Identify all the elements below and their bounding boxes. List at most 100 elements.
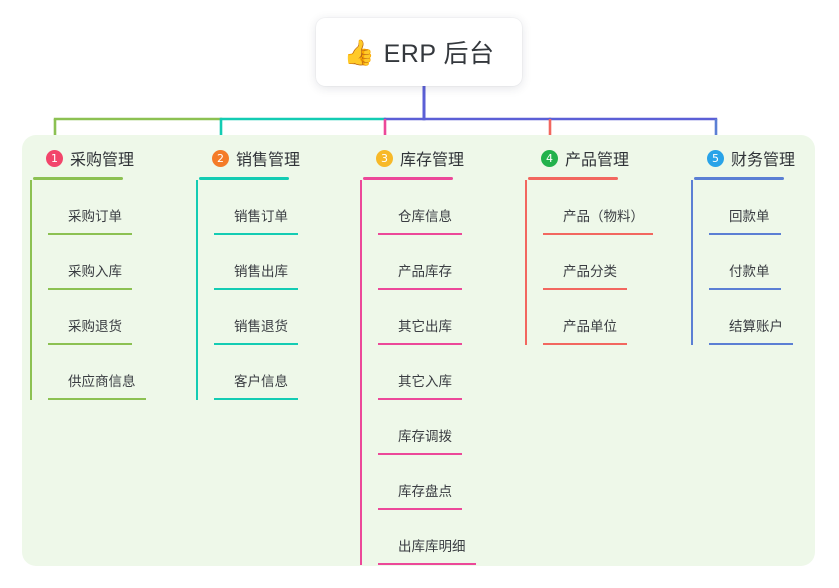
branch-items: 采购订单采购入库采购退货供应商信息 — [28, 180, 196, 400]
branch-item[interactable]: 销售出库 — [212, 235, 360, 290]
branch-column-4: 4 产品管理产品（物料） 产品分类产品单位 — [523, 145, 691, 345]
branch-item-label: 采购订单 — [68, 209, 122, 224]
branch-title: 销售管理 — [236, 152, 301, 169]
root-node[interactable]: 👍 ERP 后台 — [316, 18, 522, 86]
branch-item-label: 出库库明细 — [398, 539, 466, 554]
branch-spine — [525, 180, 527, 345]
branch-item-label: 销售订单 — [234, 209, 288, 224]
branch-header-2[interactable]: 2 销售管理 — [194, 145, 360, 171]
branch-item-underline — [709, 233, 781, 235]
branch-item-underline — [214, 343, 298, 345]
branch-item[interactable]: 销售退货 — [212, 290, 360, 345]
branch-item-underline — [48, 343, 132, 345]
branch-item[interactable]: 销售订单 — [212, 180, 360, 235]
branch-item[interactable]: 产品库存 — [376, 235, 526, 290]
branches-panel — [22, 135, 815, 566]
branch-underline — [33, 177, 123, 180]
branch-item-label: 销售出库 — [234, 264, 288, 279]
branch-spine — [196, 180, 198, 400]
branch-item[interactable]: 结算账户 — [707, 290, 829, 345]
branch-underline — [363, 177, 453, 180]
branch-item-underline — [709, 343, 793, 345]
branch-spine — [30, 180, 32, 400]
branch-item-label: 供应商信息 — [68, 374, 136, 389]
branch-item-underline — [543, 288, 627, 290]
branch-items: 销售订单销售出库销售退货客户信息 — [194, 180, 360, 400]
branch-item-label: 销售退货 — [234, 319, 288, 334]
branch-item[interactable]: 产品分类 — [541, 235, 691, 290]
branch-item-underline — [48, 288, 132, 290]
branch-spine — [691, 180, 693, 345]
branch-item-label: 产品单位 — [563, 319, 617, 334]
branch-number-badge: 5 — [707, 149, 724, 167]
branch-items: 仓库信息产品库存其它出库其它入库库存调拨库存盘点出库库明细 — [358, 180, 526, 565]
branch-header-1[interactable]: 1 采购管理 — [28, 145, 196, 171]
branch-item-label: 回款单 — [729, 209, 770, 224]
branch-item[interactable]: 产品单位 — [541, 290, 691, 345]
branch-item-underline — [709, 288, 781, 290]
branch-item-label: 产品（物料） — [563, 209, 644, 224]
branch-column-5: 5 财务管理回款单付款单结算账户 — [689, 145, 829, 345]
branch-item[interactable]: 库存盘点 — [376, 455, 526, 510]
branch-title: 库存管理 — [400, 152, 465, 169]
branch-item-underline — [48, 398, 146, 400]
branch-item-underline — [48, 233, 132, 235]
branch-item[interactable]: 供应商信息 — [46, 345, 196, 400]
root-title: ERP 后台 — [383, 40, 495, 68]
branch-title: 采购管理 — [70, 152, 135, 169]
branch-item-label: 结算账户 — [729, 319, 783, 334]
branch-item-label: 库存盘点 — [398, 484, 452, 499]
branch-item-underline — [378, 343, 462, 345]
branch-column-3: 3 库存管理仓库信息产品库存其它出库其它入库库存调拨库存盘点出库库明细 — [358, 145, 526, 565]
branch-underline — [199, 177, 289, 180]
branch-items: 产品（物料） 产品分类产品单位 — [523, 180, 691, 345]
branch-number-badge: 3 — [376, 149, 393, 167]
branch-item-label: 仓库信息 — [398, 209, 452, 224]
branch-item-label: 库存调拨 — [398, 429, 452, 444]
branch-item-label: 付款单 — [729, 264, 770, 279]
branch-item-label: 产品库存 — [398, 264, 452, 279]
branch-item-label: 采购退货 — [68, 319, 122, 334]
branch-underline — [528, 177, 618, 180]
branch-column-2: 2 销售管理销售订单销售出库销售退货客户信息 — [194, 145, 360, 400]
branch-spine — [360, 180, 362, 565]
branch-item-underline — [214, 288, 298, 290]
branch-title: 财务管理 — [731, 152, 796, 169]
branch-item[interactable]: 仓库信息 — [376, 180, 526, 235]
branch-item[interactable]: 库存调拨 — [376, 400, 526, 455]
branch-item[interactable]: 回款单 — [707, 180, 829, 235]
branch-header-3[interactable]: 3 库存管理 — [358, 145, 526, 171]
thumbs-up-icon: 👍 — [343, 38, 375, 67]
branch-number-badge: 4 — [541, 149, 558, 167]
branch-item[interactable]: 付款单 — [707, 235, 829, 290]
branch-column-1: 1 采购管理采购订单采购入库采购退货供应商信息 — [28, 145, 196, 400]
branch-item[interactable]: 出库库明细 — [376, 510, 526, 565]
branch-item[interactable]: 客户信息 — [212, 345, 360, 400]
branch-item[interactable]: 其它出库 — [376, 290, 526, 345]
branch-item-underline — [378, 288, 462, 290]
branch-item[interactable]: 其它入库 — [376, 345, 526, 400]
branch-item-label: 客户信息 — [234, 374, 288, 389]
branch-item-label: 采购入库 — [68, 264, 122, 279]
branch-item[interactable]: 采购入库 — [46, 235, 196, 290]
branch-items: 回款单付款单结算账户 — [689, 180, 829, 345]
branch-number-badge: 2 — [212, 149, 229, 167]
branch-number-badge: 1 — [46, 149, 63, 167]
branch-item-underline — [378, 398, 462, 400]
branch-item-underline — [378, 453, 462, 455]
branch-item-underline — [378, 508, 462, 510]
branch-item-label: 产品分类 — [563, 264, 617, 279]
branch-title: 产品管理 — [565, 152, 630, 169]
branch-item[interactable]: 采购订单 — [46, 180, 196, 235]
branch-item[interactable]: 采购退货 — [46, 290, 196, 345]
branch-item-underline — [378, 233, 462, 235]
branch-item-label: 其它入库 — [398, 374, 452, 389]
branch-underline — [694, 177, 784, 180]
branch-item-underline — [214, 398, 298, 400]
branch-header-5[interactable]: 5 财务管理 — [689, 145, 829, 171]
branch-item-underline — [543, 343, 627, 345]
branch-item[interactable]: 产品（物料） — [541, 180, 691, 235]
branch-item-underline — [378, 563, 476, 565]
branch-header-4[interactable]: 4 产品管理 — [523, 145, 691, 171]
